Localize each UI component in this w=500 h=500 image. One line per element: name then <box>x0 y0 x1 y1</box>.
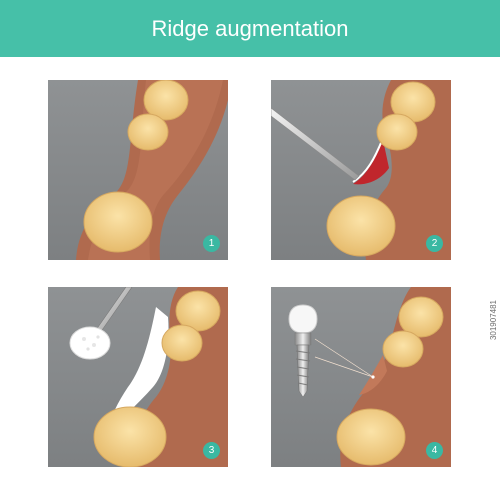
step-2-panel: 2 <box>271 80 451 260</box>
augmented-ridge <box>359 355 387 395</box>
step-2-illustration <box>271 80 451 260</box>
step-badge: 4 <box>426 442 443 459</box>
lower-tooth <box>336 408 406 466</box>
lower-tooth <box>93 406 167 467</box>
step-3-illustration <box>48 287 228 467</box>
step-3-panel: 3 <box>48 287 228 467</box>
premolar-tooth <box>127 113 169 151</box>
page-title: Ridge augmentation <box>151 16 349 41</box>
implant-crown <box>288 304 318 334</box>
molar-tooth <box>175 290 221 332</box>
step-1-panel: 1 <box>48 80 228 260</box>
scalpel-icon <box>271 107 360 181</box>
premolar-tooth <box>382 330 424 368</box>
pointer-line <box>314 338 374 378</box>
step-badge: 1 <box>203 235 220 252</box>
title-banner <box>0 0 500 57</box>
step-badge: 2 <box>426 235 443 252</box>
step-1-illustration <box>48 80 228 260</box>
step-4-illustration <box>271 287 451 467</box>
bone-graft-layer <box>108 307 169 432</box>
lower-tooth <box>326 195 396 257</box>
incision-wound <box>353 140 389 185</box>
bone-powder-icon <box>69 326 111 360</box>
molar-tooth <box>143 80 189 121</box>
implant-abutment <box>294 332 312 346</box>
premolar-tooth <box>161 324 203 362</box>
lower-tooth <box>83 191 153 253</box>
molar-tooth <box>398 296 444 338</box>
premolar-tooth <box>376 113 418 151</box>
image-id: 301907481 <box>489 300 498 341</box>
step-4-panel: 4 <box>271 287 451 467</box>
step-badge: 3 <box>203 442 220 459</box>
